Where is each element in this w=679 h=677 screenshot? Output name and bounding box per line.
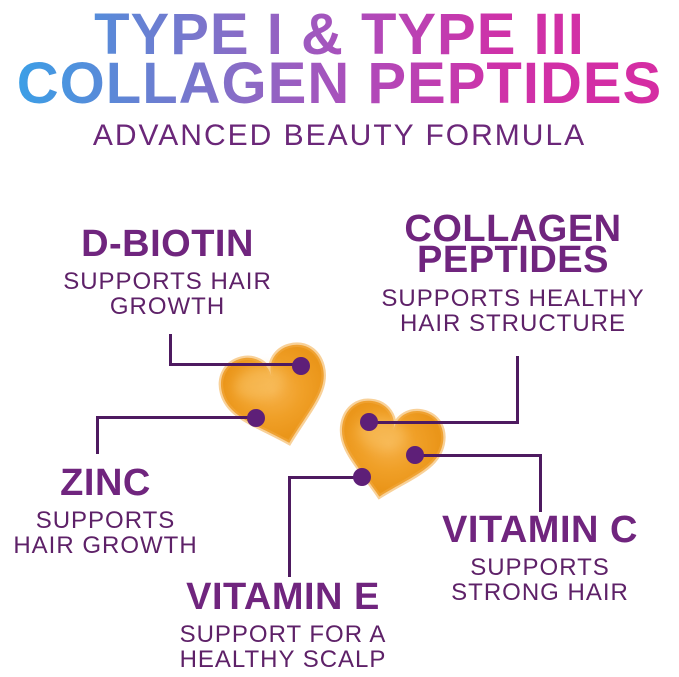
connector-collagen-vertical [516, 356, 519, 424]
callout-vitamin-c-sub: SUPPORTS STRONG HAIR [451, 554, 629, 606]
callout-vitamin-c-heading: VITAMIN C [442, 509, 638, 551]
callout-zinc-heading: ZINC [60, 462, 151, 504]
callout-vitamin-e-sub: SUPPORT FOR A HEALTHY SCALP [179, 621, 387, 673]
callout-vitamin-c: VITAMIN C SUPPORTS STRONG HAIR [400, 510, 679, 605]
callout-zinc: ZINC SUPPORTS HAIR GROWTH [3, 463, 208, 558]
connector-d-biotin-horizontal [169, 363, 303, 366]
connector-vitamin-e-vertical [288, 476, 291, 577]
callout-collagen-heading: COLLAGEN PEPTIDES [404, 208, 622, 281]
callout-zinc-sub: SUPPORTS HAIR GROWTH [13, 507, 198, 559]
product-title: TYPE I & TYPE III COLLAGEN PEPTIDES [0, 2, 679, 113]
dot-vitamin-e [353, 468, 371, 486]
connector-vitamin-e-horizontal [288, 476, 364, 479]
dot-vitamin-c [406, 446, 424, 464]
connector-d-biotin-vertical [169, 334, 172, 366]
callout-collagen-sub: SUPPORTS HEALTHY HAIR STRUCTURE [381, 285, 645, 337]
header: TYPE I & TYPE III COLLAGEN PEPTIDES ADVA… [0, 0, 679, 153]
callout-vitamin-e: VITAMIN E SUPPORT FOR A HEALTHY SCALP [138, 577, 428, 672]
gummy-heart-right [329, 396, 448, 507]
callout-vitamin-e-heading: VITAMIN E [186, 576, 380, 618]
connector-vitamin-c-horizontal [415, 454, 542, 457]
dot-zinc [247, 409, 265, 427]
connector-vitamin-c-vertical [539, 454, 542, 512]
dot-d-biotin [292, 357, 310, 375]
connector-zinc-vertical [96, 416, 99, 454]
callout-d-biotin-heading: D-BIOTIN [81, 223, 254, 265]
gummy-heart-left [215, 339, 340, 457]
connector-zinc-horizontal [96, 416, 258, 419]
callout-d-biotin: D-BIOTIN SUPPORTS HAIR GROWTH [25, 224, 310, 319]
product-subtitle: ADVANCED BEAUTY FORMULA [92, 119, 587, 152]
callout-d-biotin-sub: SUPPORTS HAIR GROWTH [63, 268, 272, 320]
dot-collagen [360, 413, 378, 431]
connector-collagen-horizontal [369, 421, 519, 424]
callout-collagen-peptides: COLLAGEN PEPTIDES SUPPORTS HEALTHY HAIR … [358, 208, 668, 336]
